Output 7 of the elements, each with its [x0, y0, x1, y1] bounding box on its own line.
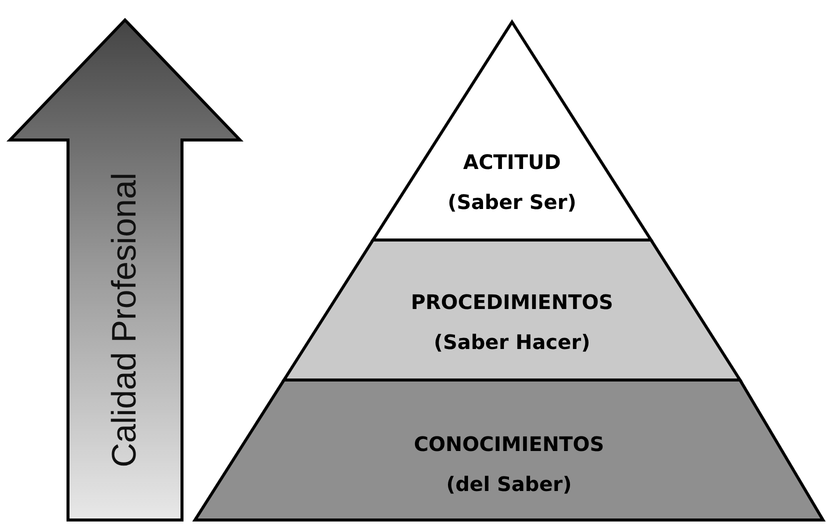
arrow-label: Calidad Profesional — [106, 172, 144, 468]
layer-subtitle: (del Saber) — [446, 472, 572, 496]
layer-subtitle: (Saber Ser) — [448, 190, 576, 214]
layer-title: CONOCIMIENTOS — [414, 432, 604, 456]
layer-title: ACTITUD — [463, 150, 561, 174]
layer-subtitle: (Saber Hacer) — [434, 330, 590, 354]
layer-title: PROCEDIMIENTOS — [410, 290, 614, 314]
